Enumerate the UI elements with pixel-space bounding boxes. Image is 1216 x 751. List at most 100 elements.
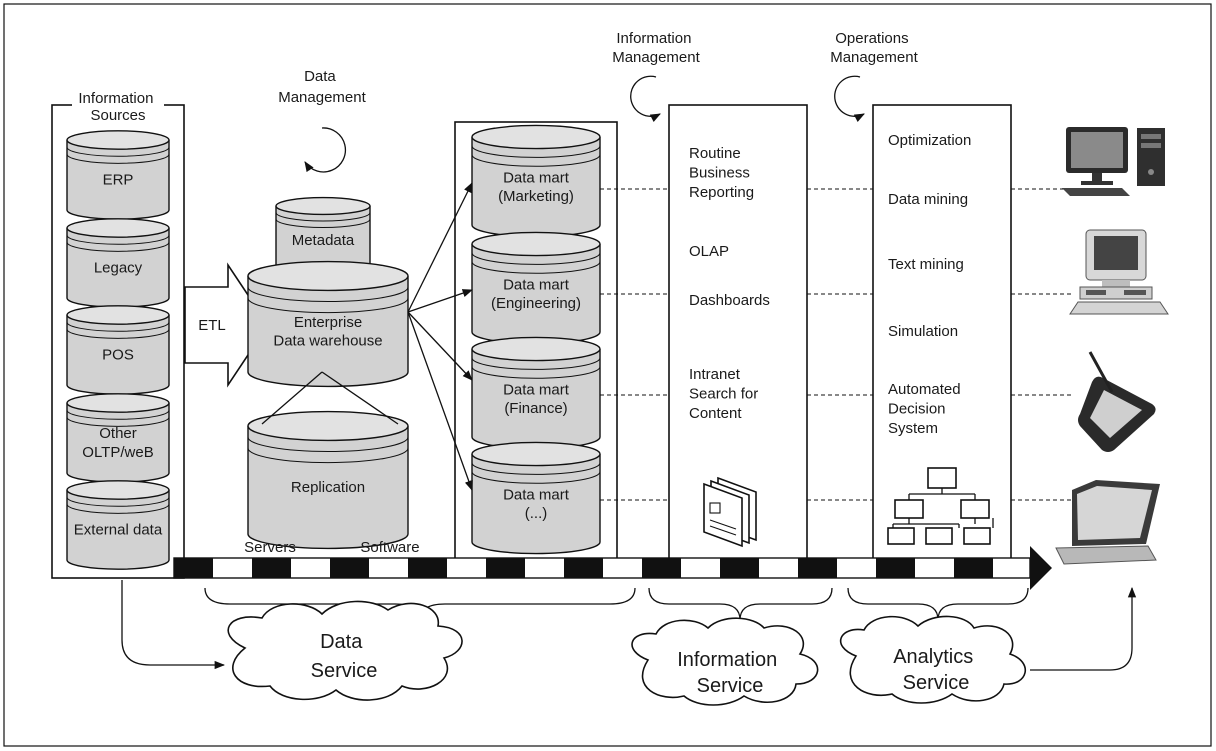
edw-to-mart-arrow xyxy=(407,311,473,491)
warehouse-replication-link-left xyxy=(261,371,323,425)
warehouse-replication-link-right xyxy=(321,371,399,425)
source-cylinder: Legacy xyxy=(66,218,170,308)
information-item-line: Content xyxy=(689,405,742,422)
information-item-line: Business xyxy=(689,165,750,182)
enterprise-data-warehouse-cylinder-label-line: Data warehouse xyxy=(273,333,382,350)
operations-item-line: Simulation xyxy=(888,323,958,340)
data-mart-cylinder-label-line: (Finance) xyxy=(504,400,567,417)
metadata-cylinder-label: Metadata xyxy=(292,232,355,249)
information-management-label-line: Information xyxy=(616,30,691,47)
analytics-service-label-line: Analytics xyxy=(893,646,973,668)
operations-management-label-line: Operations xyxy=(835,30,908,47)
timeline-segment xyxy=(798,558,837,578)
analytics-service-cloud xyxy=(839,615,1027,704)
data-mart-cylinder: Data mart(...) xyxy=(471,441,601,555)
replication-cylinder: Replication xyxy=(247,410,409,550)
software-label: Software xyxy=(360,539,419,556)
data-mart-cylinder-label-line: Data mart xyxy=(503,276,570,293)
data-mart-cylinder-label: Data mart (Marketing) xyxy=(498,169,574,205)
data-mart-cylinder-label-line: (Engineering) xyxy=(491,295,581,312)
timeline-segment xyxy=(408,558,447,578)
timeline-segment xyxy=(564,558,603,578)
data-service-cloud xyxy=(227,600,463,701)
source-cylinder-label: Legacy xyxy=(94,260,143,277)
operations-item-line: Automated xyxy=(888,381,961,398)
timeline-segment xyxy=(876,558,915,578)
data-mart-cylinder-label: Data mart (Finance) xyxy=(503,381,570,417)
source-cylinder-label-line: OLTP/weB xyxy=(82,444,153,461)
timeline-segment xyxy=(954,558,993,578)
information-service-brace xyxy=(648,587,833,621)
desktop-computer-icon xyxy=(1062,127,1165,196)
analytics-service-label-line: Service xyxy=(903,672,970,694)
source-cylinder-label: POS xyxy=(102,347,134,364)
etl-label: ETL xyxy=(198,317,226,334)
information-item: Dashboards xyxy=(689,292,770,309)
operations-item-line: Decision xyxy=(888,401,946,418)
analytics-service-label: Analytics Service xyxy=(893,646,979,694)
information-item-line: Routine xyxy=(689,145,741,162)
data-mart-cylinder-label-line: Data mart xyxy=(503,486,570,503)
operations-item-line: Data mining xyxy=(888,191,968,208)
data-mart-cylinder-label-line: (Marketing) xyxy=(498,188,574,205)
data-management-label-line: Data xyxy=(304,68,336,85)
data-mart-cylinder: Data mart (Engineering) xyxy=(471,231,601,345)
information-item-line: Intranet xyxy=(689,366,741,383)
timeline-segment xyxy=(252,558,291,578)
operations-item: Simulation xyxy=(888,323,958,340)
timeline-segment xyxy=(174,558,213,578)
information-service-cloud xyxy=(631,617,819,706)
source-cylinder-label-line: Legacy xyxy=(94,260,143,277)
data-management-label: Data Management xyxy=(278,68,366,106)
org-chart-icon xyxy=(887,467,994,545)
information-item-line: Dashboards xyxy=(689,292,770,309)
information-service-label-line: Service xyxy=(697,675,764,697)
data-mart-cylinder-label-line: Data mart xyxy=(503,169,570,186)
information-sources-heading-line: Information xyxy=(78,90,153,107)
information-sources-heading: Information Sources xyxy=(78,90,157,124)
data-service-label-line: Service xyxy=(311,660,378,682)
data-mart-cylinder: Data mart (Finance) xyxy=(471,336,601,450)
source-cylinder-label-line: ERP xyxy=(103,172,134,189)
source-cylinder: ERP xyxy=(66,130,170,220)
information-management-label-line: Management xyxy=(612,49,700,66)
replication-cylinder-label: Replication xyxy=(291,479,365,496)
sources-to-data-service-arrow xyxy=(121,580,226,670)
data-mart-cylinder-label-line: Data mart xyxy=(503,381,570,398)
metadata-cylinder: Metadata xyxy=(275,196,371,276)
source-cylinder-label: External data xyxy=(74,522,163,539)
source-cylinder-label-line: Other xyxy=(99,425,137,442)
timeline-segment xyxy=(720,558,759,578)
outer-frame xyxy=(3,3,1212,747)
metadata-cylinder-label-line: Metadata xyxy=(292,232,355,249)
information-management-label: Information Management xyxy=(612,30,700,66)
timeline-segment xyxy=(642,558,681,578)
analytics-service-brace xyxy=(847,587,1029,621)
operations-item: Text mining xyxy=(888,256,964,273)
information-sources-heading-bg xyxy=(72,90,164,124)
data-service-label-line: Data xyxy=(320,631,363,653)
data-mart-cylinder-label: Data mart (Engineering) xyxy=(491,276,581,312)
information-service-label-line: Information xyxy=(677,649,777,671)
documents-icon xyxy=(703,476,757,548)
timeline-segment xyxy=(486,558,525,578)
operations-item: Data mining xyxy=(888,191,968,208)
information-item: OLAP xyxy=(689,243,729,260)
information-management-cycle-icon xyxy=(630,75,661,123)
timeline-segment xyxy=(330,558,369,578)
operations-item-line: System xyxy=(888,420,938,437)
edw-to-mart-arrow xyxy=(407,182,473,313)
laptop-icon xyxy=(1055,480,1160,565)
operations-item-line: Optimization xyxy=(888,132,971,149)
information-item-line: Search for xyxy=(689,386,758,403)
data-management-cycle-icon xyxy=(304,127,347,173)
analytics-to-devices-arrow xyxy=(1030,586,1137,671)
terminal-computer-icon xyxy=(1069,229,1169,315)
source-cylinder-label: ERP xyxy=(103,172,134,189)
